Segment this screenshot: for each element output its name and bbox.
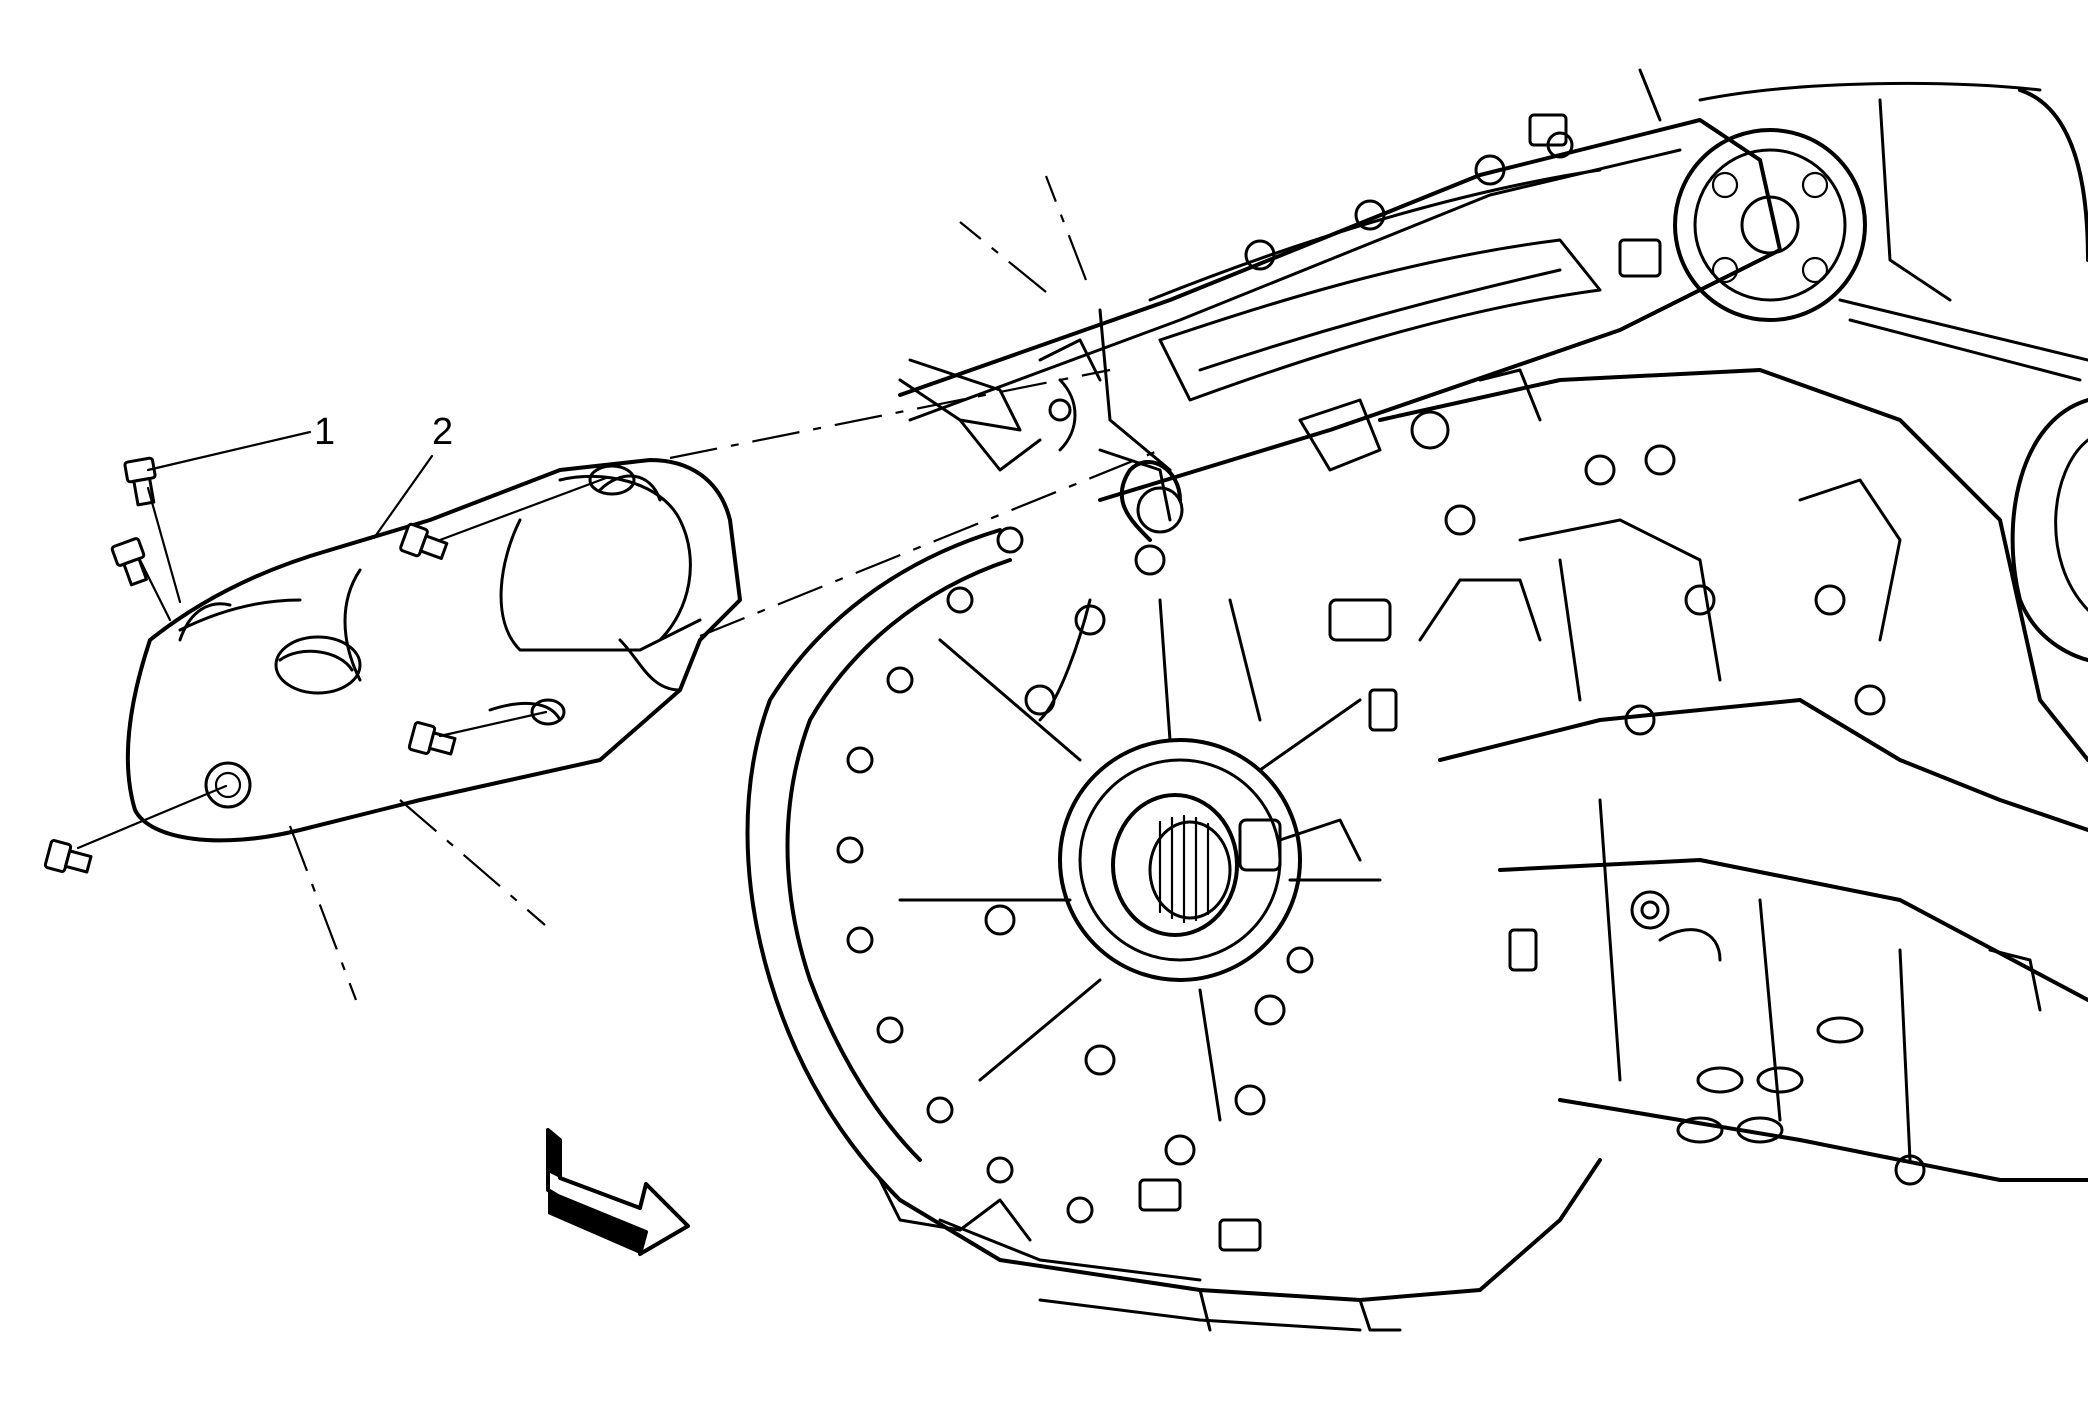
alignment-lines — [76, 175, 1161, 1001]
bolt-icon — [407, 721, 457, 756]
bolt-icon — [123, 456, 157, 507]
exhaust-manifold-heat-shield — [125, 458, 742, 843]
heat-shield-bolts — [43, 456, 457, 874]
bolt-icon — [43, 839, 93, 874]
accessory-pulleys — [1638, 68, 2088, 662]
callout-leaders — [146, 430, 434, 540]
upper-center-details — [908, 338, 1542, 536]
bolt-icon — [399, 522, 449, 560]
bolt-icon — [110, 537, 148, 587]
callout-2-label: 2 — [432, 411, 453, 453]
cylinder-head-rail — [898, 113, 1782, 502]
callout-1-label: 1 — [314, 411, 335, 453]
view-direction-arrow-icon — [546, 1128, 690, 1256]
transmission-bellhousing — [745, 459, 1602, 1332]
engine-block — [1368, 368, 2088, 1186]
engine-transmission-assembly — [745, 68, 2088, 1332]
